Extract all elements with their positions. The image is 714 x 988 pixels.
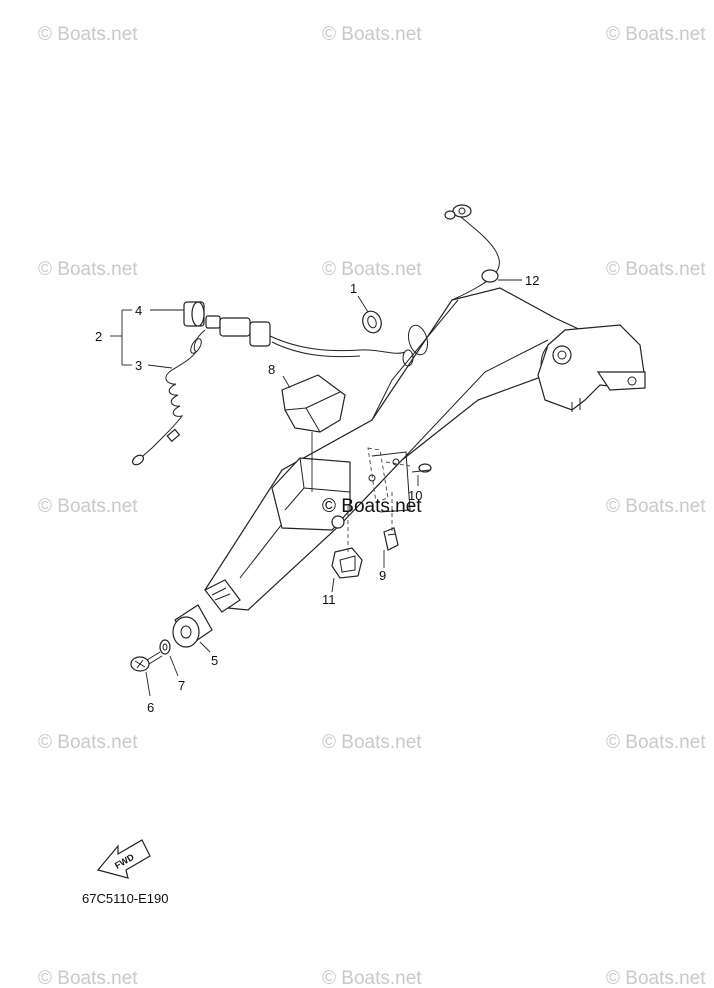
watermark: © Boats.net [322,24,422,45]
watermark: © Boats.net [322,732,422,753]
watermark: © Boats.net [322,968,422,988]
part-11-bracket [331,547,363,593]
group-bracket-2 [110,309,132,366]
callout-2: 2 [95,329,102,344]
center-watermark: © Boats.net [322,496,422,517]
throttle-housing [204,457,351,613]
watermark: © Boats.net [38,259,138,280]
watermarks: © Boats.net © Boats.net © Boats.net © Bo… [38,24,706,988]
diagram-code: 67C5110-E190 [82,891,169,906]
watermark: © Boats.net [38,968,138,988]
fwd-arrow: FWD [96,839,151,879]
callout-labels: 1 2 3 4 5 6 7 8 9 10 11 12 [95,273,539,715]
callout-11: 11 [322,592,336,607]
callout-12: 12 [525,273,539,288]
watermark: © Boats.net [606,732,706,753]
callout-6: 6 [147,700,154,715]
part-5-grip-end [172,604,213,653]
part-10-screw [411,463,432,486]
assembly-lines [347,447,411,552]
callout-1: 1 [350,281,357,296]
watermark: © Boats.net [38,24,138,45]
pivot-bracket [537,324,646,412]
part-2-stop-switch [205,315,406,358]
watermark: © Boats.net [606,496,706,517]
part-6-screw [130,651,163,697]
watermark: © Boats.net [38,732,138,753]
callout-8: 8 [268,362,275,377]
callout-3: 3 [135,358,142,373]
watermark: © Boats.net [606,968,706,988]
part-4-cap [150,301,205,327]
callout-10: 10 [408,488,422,503]
watermark: © Boats.net [322,259,422,280]
part-9-clip [383,527,399,568]
part-7-washer [159,639,179,677]
watermark: © Boats.net [606,259,706,280]
watermark: © Boats.net [606,24,706,45]
watermark: © Boats.net [38,496,138,517]
part-8-cover [281,374,346,492]
callout-5: 5 [211,653,218,668]
callout-4: 4 [135,303,142,318]
callout-7: 7 [178,678,185,693]
part-3-lanyard [131,329,206,466]
part-1-grommet [357,295,382,334]
callout-9: 9 [379,568,386,583]
part-12-clamp [444,204,522,301]
